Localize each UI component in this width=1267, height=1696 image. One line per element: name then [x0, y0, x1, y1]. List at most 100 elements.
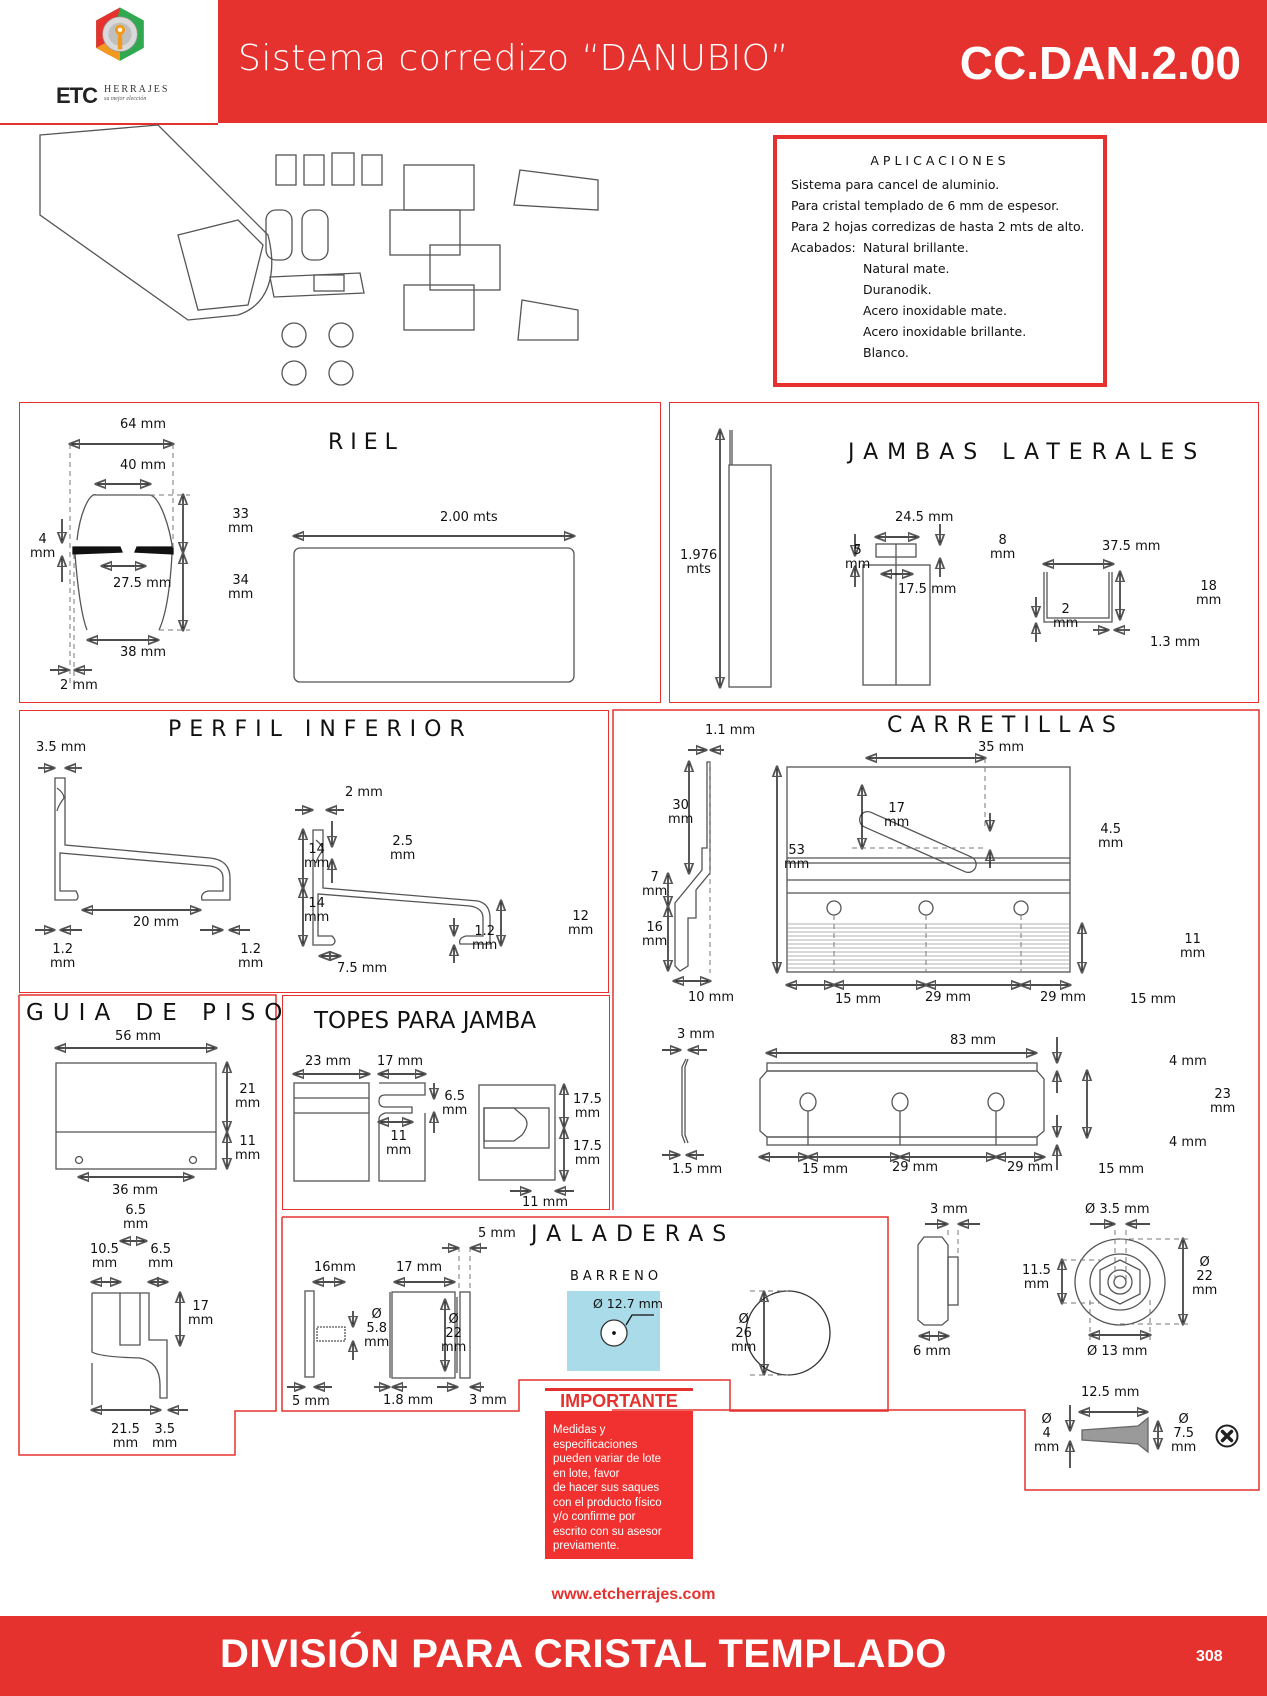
- phillips-screw-icon: [1215, 1424, 1239, 1448]
- dim-value: 26: [735, 1326, 752, 1341]
- dim-unit: mm: [304, 856, 330, 871]
- dim-unit: mm: [235, 1148, 261, 1163]
- important-line: escrito con su asesor: [553, 1525, 662, 1538]
- important-line: pueden variar de lote: [553, 1453, 662, 1465]
- dim-unit: mm: [845, 557, 871, 572]
- important-title: IMPORTANTE: [545, 1388, 693, 1411]
- dim-unit: mm: [642, 934, 668, 949]
- wheels-photo: [281, 322, 354, 386]
- dim-value: 11: [390, 1129, 407, 1144]
- dim-unit: mm: [441, 1340, 467, 1355]
- dim-unit: mm: [304, 910, 330, 925]
- dim-unit: mm: [1180, 946, 1206, 961]
- dim-unit: mm: [228, 521, 254, 536]
- product-code: CC.DAN.2.00: [959, 37, 1241, 89]
- dim-unit: mm: [574, 1106, 601, 1121]
- dim-wheel-thick: 6 mm: [913, 1344, 951, 1359]
- dim-value: 33: [232, 507, 249, 522]
- dim-value: 22: [1196, 1269, 1213, 1284]
- logo-brand: ETC: [56, 83, 98, 108]
- important-line: especificaciones: [553, 1438, 638, 1451]
- dim-carr-hole: 15 mm: [835, 992, 882, 1007]
- panel-perfil-inferior: [19, 710, 609, 993]
- dim-value: 17.5: [573, 1139, 602, 1154]
- carriages-photo: [389, 164, 501, 331]
- dim-value: 4: [38, 532, 47, 547]
- dim-plate-hole: 15 mm: [1098, 1162, 1145, 1177]
- dim-unit: mm: [390, 848, 416, 863]
- dim-unit: mm: [668, 812, 694, 827]
- dim-guia-holes: 36 mm: [112, 1183, 159, 1198]
- dim-value: 1.976: [680, 548, 718, 563]
- dim-value: 5.8: [366, 1321, 387, 1336]
- finish-item: Duranodik.: [863, 282, 932, 297]
- dim-perfil-gap: 20 mm: [133, 915, 180, 930]
- screw-shape: [1081, 1416, 1149, 1454]
- dim-carr-base: 10 mm: [688, 990, 735, 1005]
- header-divider: [0, 123, 218, 125]
- glue-photo: [269, 272, 365, 298]
- jambas-drawing: [668, 402, 1130, 702]
- dim-carr-hole: 29 mm: [1040, 990, 1087, 1005]
- dim-guia-width: 56 mm: [115, 1029, 162, 1044]
- dim-plate-hole: 15 mm: [802, 1162, 849, 1177]
- dim-perfil-foot: 7.5 mm: [337, 961, 388, 976]
- dim-carr-hole: 29 mm: [925, 990, 972, 1005]
- dim-unit: mm: [148, 1256, 174, 1271]
- dim-unit: mm: [1210, 1101, 1236, 1116]
- dim-unit: mm: [884, 815, 910, 830]
- knobs-photo: [265, 209, 329, 261]
- dim-unit: mm: [1098, 836, 1124, 851]
- jaladeras-title: JALADERAS: [531, 1222, 736, 1247]
- dim-value: 30: [672, 798, 689, 813]
- application-line: Sistema para cancel de aluminio.: [791, 177, 1000, 192]
- dim-jal-plate: 5 mm: [292, 1394, 330, 1409]
- important-line: con el producto físico: [553, 1496, 662, 1509]
- dim-plate-hole: 29 mm: [892, 1160, 939, 1175]
- guia-drawing: [20, 995, 280, 1455]
- website-link[interactable]: www.etcherrajes.com: [551, 1586, 716, 1603]
- dim-screw-length: 12.5 mm: [1081, 1385, 1140, 1400]
- finish-item: Natural mate.: [863, 261, 950, 276]
- dim-wheel-shaft: 3 mm: [930, 1202, 968, 1217]
- dim-value: 1.2: [240, 942, 261, 957]
- dim-value: 17.5: [573, 1092, 602, 1107]
- jamb-stops-photo: [275, 152, 383, 186]
- dim-topes-front: 23 mm: [305, 1054, 352, 1069]
- finish-item: Blanco.: [863, 345, 909, 360]
- dim-wheel-hub: Ø 13 mm: [1087, 1344, 1148, 1359]
- dim-unit: mm: [386, 1143, 412, 1158]
- dim-value: 10.5: [90, 1242, 119, 1257]
- dim-unit: mts: [686, 562, 711, 577]
- panel-jambas: [669, 402, 1259, 703]
- dim-value: 2.5: [392, 834, 413, 849]
- dim-value: 6.5: [125, 1203, 146, 1218]
- application-line: Para 2 hojas corredizas de hasta 2 mts d…: [791, 219, 1085, 234]
- dim-topes-bottom: 11 mm: [522, 1195, 569, 1210]
- rail-section-photo: [177, 219, 264, 311]
- dim-value: 1.2: [52, 942, 73, 957]
- dim-jal-screw-len: 16mm: [314, 1260, 356, 1275]
- finish-item: Acero inoxidable mate.: [863, 303, 1007, 318]
- application-line: Para cristal templado de 6 mm de espesor…: [791, 198, 1060, 213]
- dim-unit: mm: [364, 1335, 390, 1350]
- dim-riel-width: 64 mm: [120, 417, 167, 432]
- dim-jamba-body: 17.5 mm: [898, 582, 957, 597]
- dim-perfil-slot: 2 mm: [345, 785, 383, 800]
